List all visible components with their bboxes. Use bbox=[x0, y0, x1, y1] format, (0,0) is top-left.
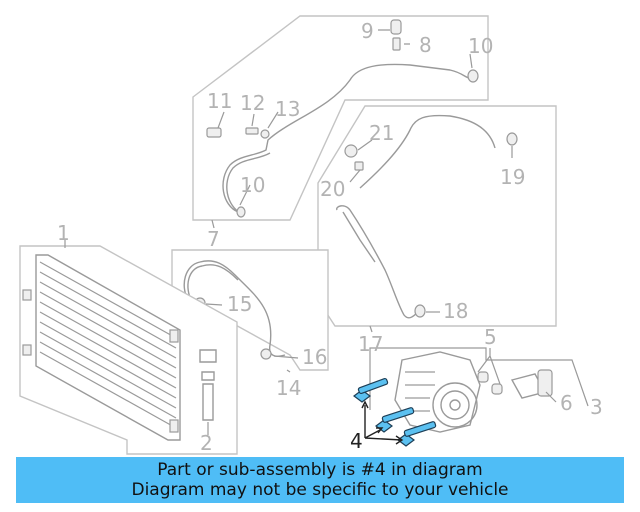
callout-13: 13 bbox=[275, 97, 300, 121]
panel-14-hose bbox=[171, 249, 329, 371]
callout-21: 21 bbox=[369, 121, 394, 145]
callout-10-upper: 10 bbox=[468, 34, 493, 58]
callout-16: 16 bbox=[302, 345, 327, 369]
callout-2: 2 bbox=[200, 431, 213, 455]
callout-17: 17 bbox=[358, 332, 383, 356]
banner-line-2: Diagram may not be specific to your vehi… bbox=[131, 480, 509, 500]
bolts-part-4[interactable] bbox=[353, 378, 437, 447]
callout-12: 12 bbox=[240, 91, 265, 115]
leader-lines bbox=[64, 29, 557, 435]
callout-1: 1 bbox=[57, 221, 70, 245]
banner-line-1: Part or sub-assembly is #4 in diagram bbox=[157, 460, 483, 480]
callout-labels: 1 2 3 4 5 6 7 8 9 10 10 11 12 13 14 15 1… bbox=[57, 19, 603, 455]
panel-3-compressor bbox=[369, 347, 589, 433]
callout-10-lower: 10 bbox=[240, 173, 265, 197]
panel-7-hose-assembly bbox=[192, 15, 489, 221]
callout-6: 6 bbox=[560, 391, 573, 415]
callout-4[interactable]: 4 bbox=[350, 429, 363, 453]
part-info-banner: Part or sub-assembly is #4 in diagram Di… bbox=[16, 457, 624, 503]
callout-11: 11 bbox=[207, 89, 232, 113]
callout-5: 5 bbox=[484, 325, 497, 349]
bolt-middle[interactable] bbox=[375, 407, 415, 433]
panel-1-condenser bbox=[19, 245, 238, 455]
callout-7: 7 bbox=[207, 227, 220, 251]
callout-15: 15 bbox=[227, 292, 252, 316]
callout-8: 8 bbox=[419, 33, 432, 57]
callout-14: 14 bbox=[276, 376, 301, 400]
callout-3: 3 bbox=[590, 395, 603, 419]
panel-17-hose-assembly bbox=[317, 105, 557, 327]
bolt-upper[interactable] bbox=[353, 378, 389, 403]
bolt-lower[interactable] bbox=[397, 421, 437, 447]
callout-19: 19 bbox=[500, 165, 525, 189]
callout-9: 9 bbox=[361, 19, 374, 43]
callout-20: 20 bbox=[320, 177, 345, 201]
callout-18: 18 bbox=[443, 299, 468, 323]
